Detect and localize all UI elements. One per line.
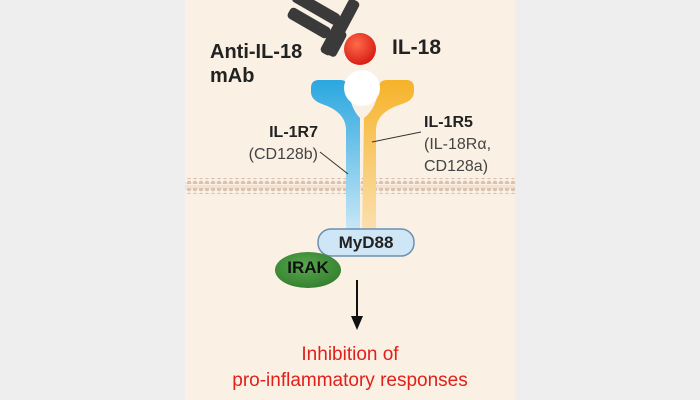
antibody-label: Anti-IL-18 mAb: [210, 40, 302, 88]
il1r5-name: IL-1R5: [424, 114, 473, 131]
il18-ligand-icon: [344, 33, 376, 65]
receptor-il1r5-icon: [362, 80, 414, 236]
il1r7-name: IL-1R7: [269, 124, 318, 141]
il1r7-label: IL-1R7 (CD128b): [226, 122, 318, 166]
leader-line-il1r5: [371, 131, 422, 143]
il1r5-alt-name-2: CD128a): [424, 158, 489, 175]
il1r5-label: IL-1R5 (IL-18Rα, CD128a): [424, 112, 491, 178]
outcome-label: Inhibition of pro-inflammatory responses: [185, 342, 515, 394]
outcome-line2: pro-inflammatory responses: [232, 370, 468, 391]
outcome-line1: Inhibition of: [301, 344, 399, 365]
il1r5-alt-name-1: (IL-18Rα,: [424, 136, 492, 153]
il18-label: IL-18: [392, 36, 442, 59]
il1r7-alt-name: (CD128b): [248, 146, 318, 163]
antibody-label-line2: mAb: [210, 65, 255, 87]
leader-line-il1r7: [319, 151, 349, 175]
irak-label: IRAK: [287, 258, 329, 277]
myd88-label: MyD88: [338, 233, 394, 252]
irak-kinase-icon: [275, 252, 341, 288]
binding-pocket: [344, 70, 380, 106]
antibody-icon: [287, 0, 360, 57]
antibody-label-line1: Anti-IL-18: [210, 41, 303, 63]
receptor-il1r7-icon: [311, 80, 360, 236]
myd88-adaptor-icon: [317, 228, 415, 257]
signal-arrow-icon: [351, 280, 363, 330]
